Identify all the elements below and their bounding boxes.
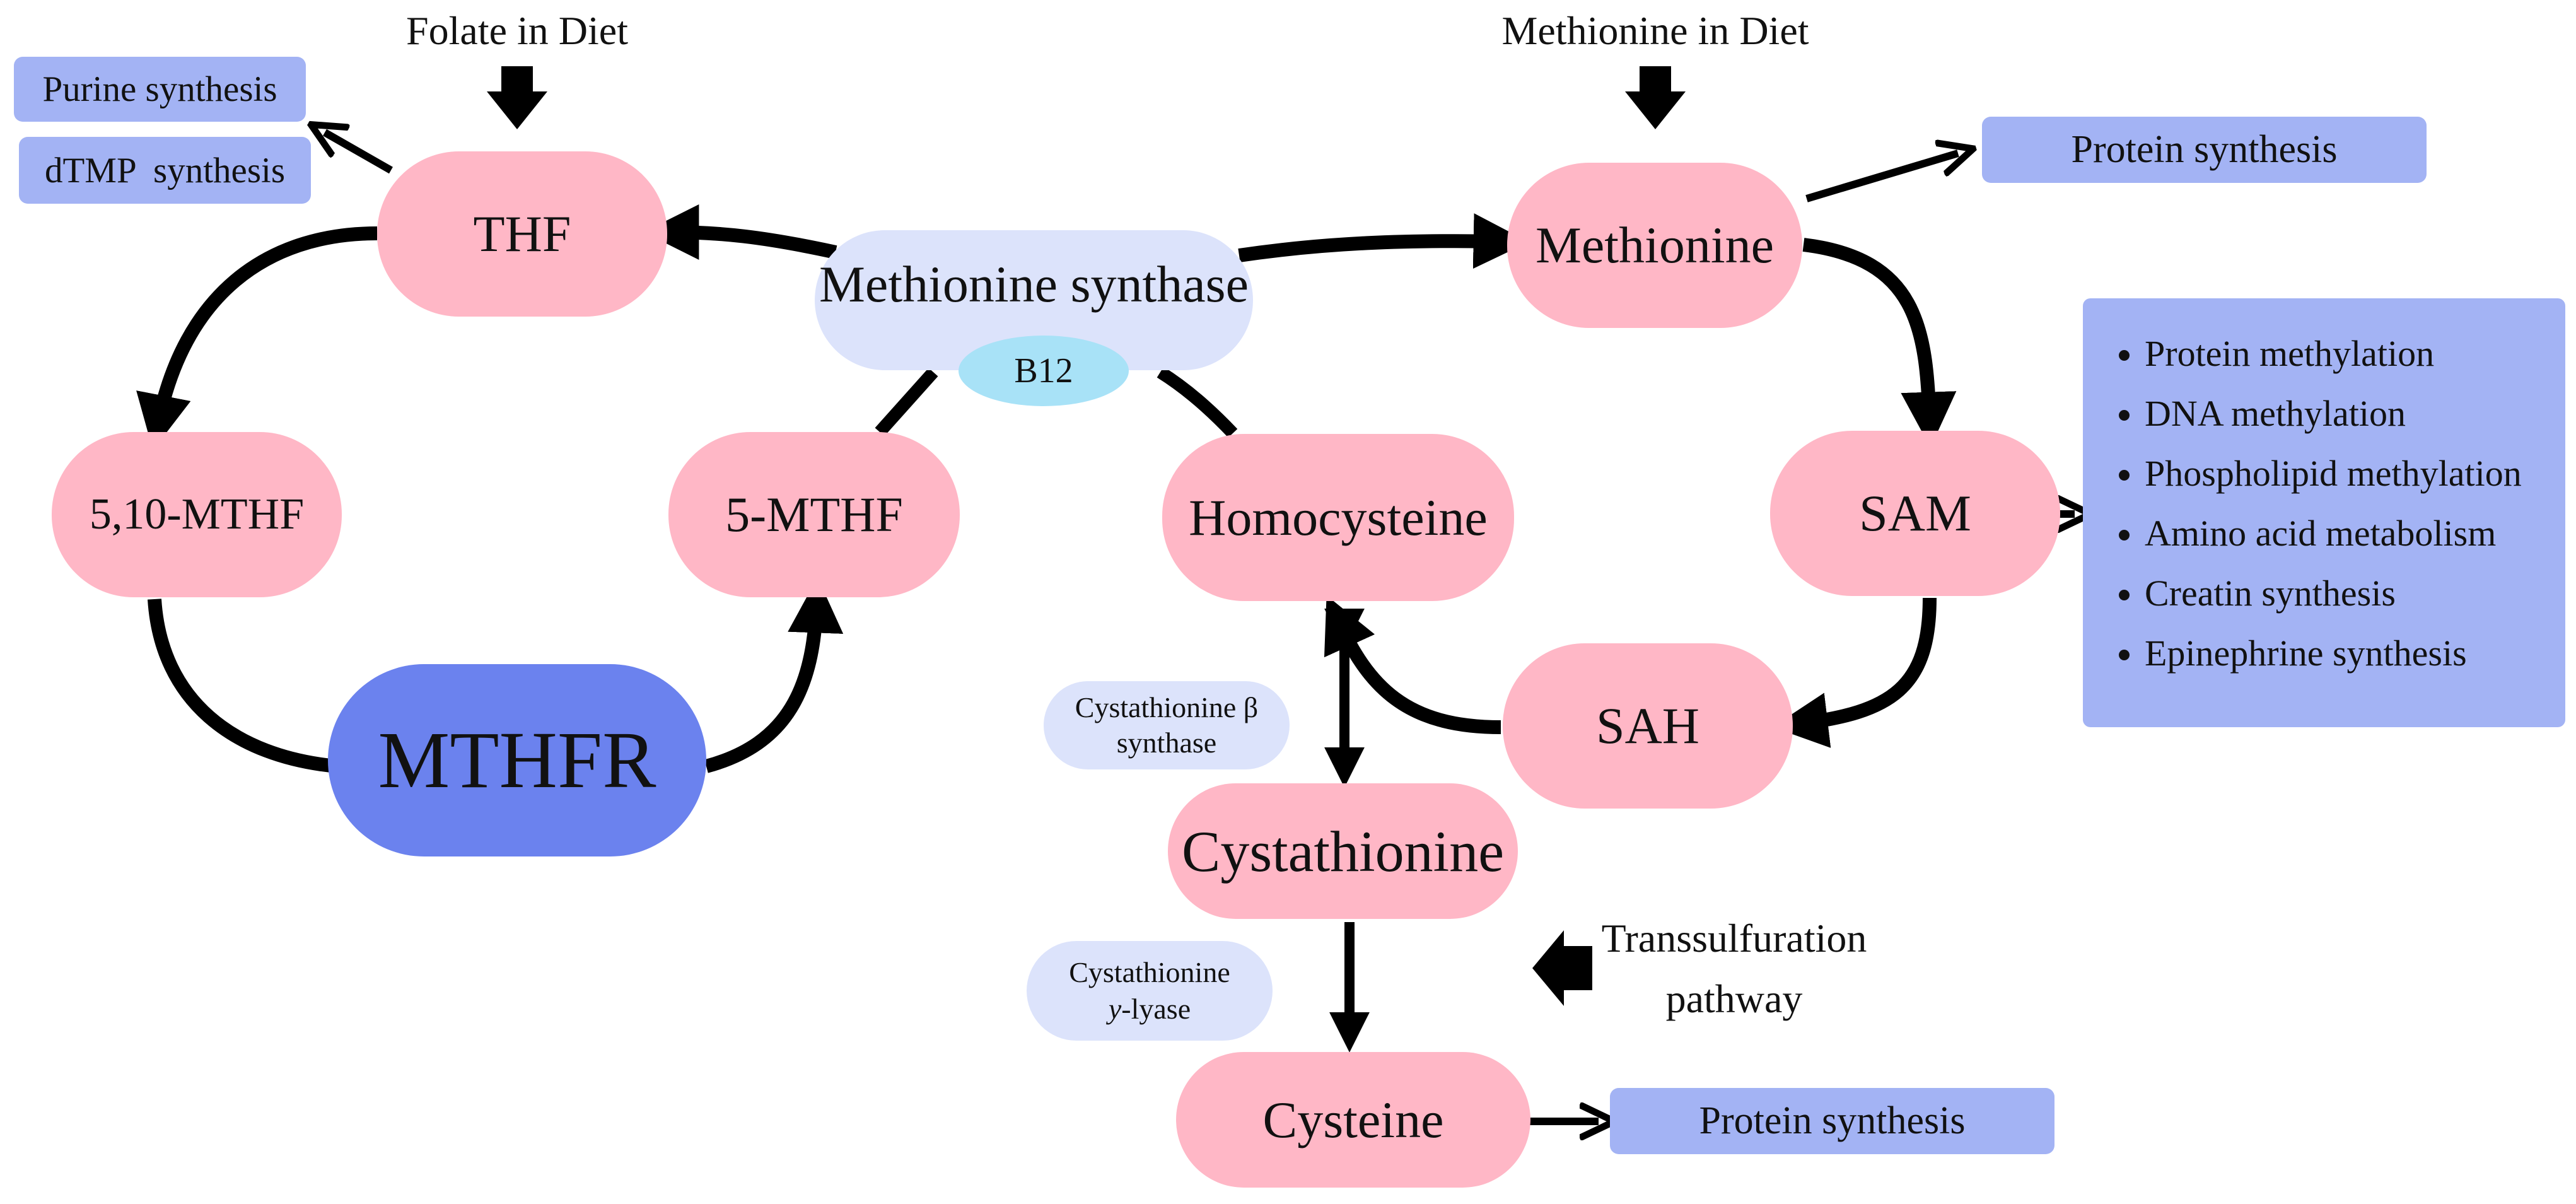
sam-node: SAM bbox=[1770, 431, 2060, 596]
sah-to-homocysteine-arrow bbox=[1324, 595, 1501, 734]
cgl-label-suffix: -lyase bbox=[1121, 993, 1191, 1025]
cystathionine-gamma-lyase-enzyme: Cystathionine y-lyase bbox=[1027, 941, 1273, 1041]
folate-diet-label: Folate in Diet bbox=[406, 8, 628, 53]
synthase-to-thf-arrow bbox=[643, 204, 837, 260]
cystathionine-beta-synthase-enzyme: Cystathionine β synthase bbox=[1044, 681, 1290, 769]
transsulfuration-block-arrow bbox=[1532, 930, 1592, 1006]
sam-use-item: DNA methylation bbox=[2145, 383, 2553, 443]
transsulfuration-line2: pathway bbox=[1665, 976, 1803, 1021]
methionine-synthase-node: Methionine synthase bbox=[815, 230, 1253, 370]
purine-synthesis-box: Purine synthesis bbox=[14, 57, 306, 122]
5-mthf-node: 5-MTHF bbox=[668, 432, 960, 597]
homocysteine-to-synthase-line bbox=[1157, 366, 1238, 438]
protein-synthesis-top-box: Protein synthesis bbox=[1982, 117, 2427, 183]
sam-use-item: Amino acid metabolism bbox=[2145, 503, 2553, 563]
b12-cofactor: B12 bbox=[959, 336, 1129, 406]
transsulfuration-line1: Transsulfuration bbox=[1601, 916, 1867, 961]
thf-to-outputs-arrow bbox=[325, 132, 393, 174]
sam-uses-list: Protein methylation DNA methylation Phos… bbox=[2101, 324, 2553, 683]
sam-uses-box: Protein methylation DNA methylation Phos… bbox=[2083, 298, 2565, 727]
synthase-to-methionine-arrow bbox=[1238, 213, 1529, 269]
methionine-to-protein-arrow bbox=[1805, 153, 1958, 202]
thf-to-510mthf-arrow bbox=[136, 226, 378, 450]
sah-node: SAH bbox=[1503, 643, 1793, 809]
cystathionine-node: Cystathionine bbox=[1168, 783, 1518, 919]
methionine-to-sam-arrow bbox=[1802, 238, 1957, 448]
thf-node: THF bbox=[377, 151, 667, 317]
510-mthf-node: 5,10-MTHF bbox=[52, 432, 342, 597]
methionine-synthase-label: Methionine synthase bbox=[819, 255, 1249, 313]
methionine-diet-label: Methionine in Diet bbox=[1501, 8, 1809, 53]
dtmp-synthesis-box: dTMP synthesis bbox=[19, 137, 311, 204]
protein-synthesis-bottom-box: Protein synthesis bbox=[1610, 1088, 2054, 1154]
cysteine-node: Cysteine bbox=[1176, 1052, 1530, 1188]
cgl-label-line2: y-lyase bbox=[1109, 991, 1191, 1027]
cgl-label-line1: Cystathionine bbox=[1069, 956, 1230, 988]
cbs-label-line2: synthase bbox=[1116, 727, 1217, 759]
homocysteine-node: Homocysteine bbox=[1162, 434, 1514, 601]
folate-input-arrow bbox=[487, 66, 547, 129]
transsulfuration-label: Transsulfuration pathway bbox=[1589, 908, 1879, 1029]
510mthf-to-mthfr-line bbox=[148, 599, 339, 773]
mthfr-to-5mthf-arrow bbox=[704, 577, 844, 773]
methionine-node: Methionine bbox=[1507, 163, 1802, 328]
sam-use-item: Epinephrine synthesis bbox=[2145, 623, 2553, 683]
mthfr-node: MTHFR bbox=[328, 664, 706, 856]
5mthf-to-synthase-line bbox=[875, 368, 938, 436]
sam-use-item: Protein methylation bbox=[2145, 324, 2553, 383]
sam-use-item: Creatin synthesis bbox=[2145, 563, 2553, 623]
cgl-label-gamma: y bbox=[1108, 993, 1122, 1025]
sam-to-sah-arrow bbox=[1772, 597, 1937, 748]
methionine-input-arrow bbox=[1625, 66, 1686, 129]
cbs-label-line1: Cystathionine β bbox=[1075, 691, 1259, 723]
sam-use-item: Phospholipid methylation bbox=[2145, 443, 2553, 503]
